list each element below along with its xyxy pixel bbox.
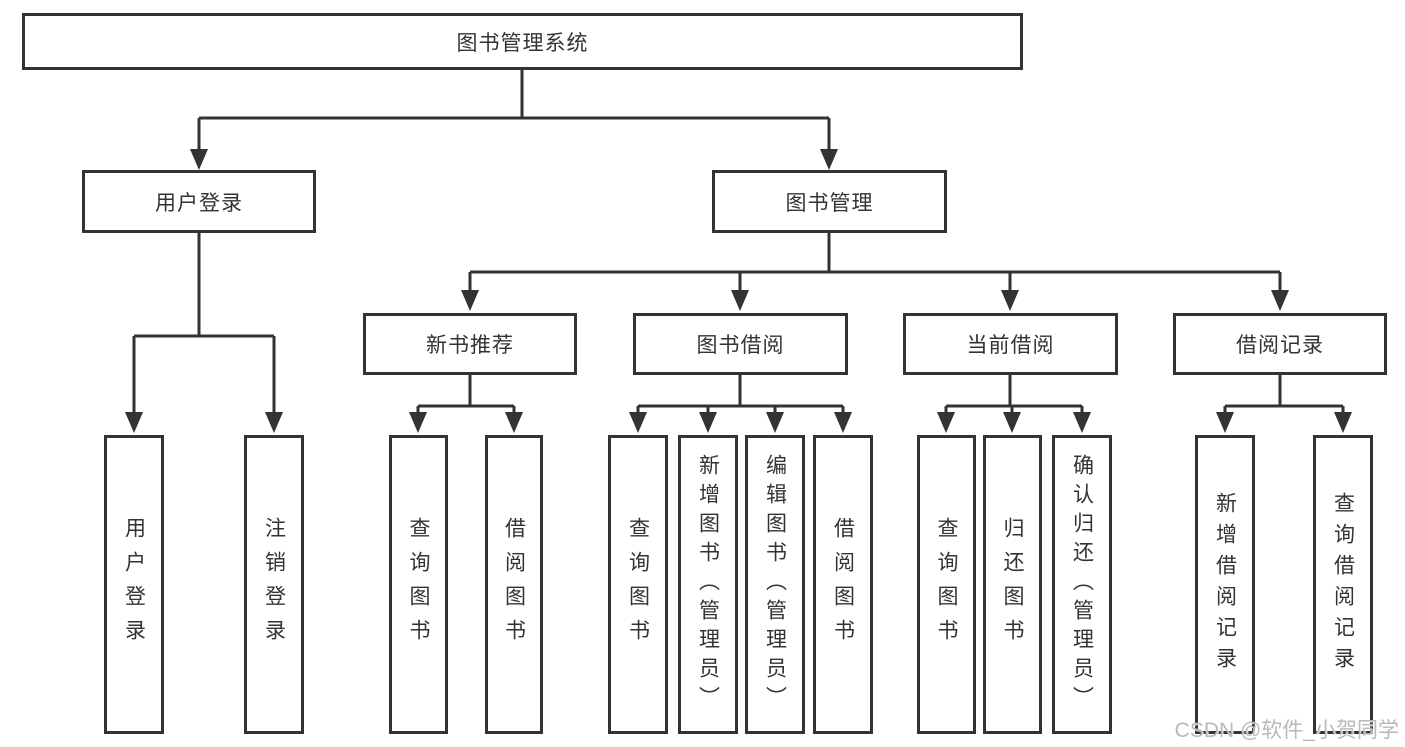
connector-book-borrow-children (629, 375, 852, 433)
node-current-borrow: 当前借阅 (903, 313, 1118, 375)
leaf-current-query-books: 查询图书 (917, 435, 976, 734)
leaf-borrow-edit-books-admin-label: 编辑图书（管理员） (763, 454, 787, 715)
connector-new-book-recommend-children (409, 375, 523, 433)
node-new-book-recommend: 新书推荐 (363, 313, 577, 375)
node-user-login: 用户登录 (82, 170, 316, 233)
leaf-logout: 注销登录 (244, 435, 304, 734)
connector-book-management-children (461, 233, 1289, 311)
connector-user-login-children (125, 233, 283, 433)
leaf-current-confirm-return-admin-label: 确认归还（管理员） (1070, 454, 1094, 715)
connector-current-borrow-children (937, 375, 1091, 433)
leaf-borrow-query-books: 查询图书 (608, 435, 668, 734)
leaf-recommend-query-books-label: 查询图书 (407, 516, 430, 653)
leaf-current-query-books-label: 查询图书 (935, 516, 958, 653)
leaf-records-query-record: 查询借阅记录 (1313, 435, 1373, 734)
leaf-recommend-borrow-books-label: 借阅图书 (502, 516, 526, 653)
connector-borrow-records-children (1216, 375, 1352, 433)
leaf-logout-label: 注销登录 (262, 516, 286, 653)
leaf-user-login-label: 用户登录 (122, 516, 146, 653)
leaf-borrow-add-books-admin: 新增图书（管理员） (678, 435, 738, 734)
leaf-borrow-add-books-admin-label: 新增图书（管理员） (696, 454, 720, 715)
connector-root-to-level2 (190, 70, 838, 170)
node-book-borrow: 图书借阅 (633, 313, 848, 375)
leaf-records-add-record-label: 新增借阅记录 (1213, 491, 1237, 678)
csdn-watermark: CSDN @软件_小贺同学 (1174, 719, 1399, 742)
leaf-recommend-borrow-books: 借阅图书 (485, 435, 543, 734)
leaf-borrow-edit-books-admin: 编辑图书（管理员） (745, 435, 805, 734)
leaf-borrow-borrow-books-label: 借阅图书 (831, 516, 855, 653)
node-library-management-system: 图书管理系统 (22, 13, 1023, 70)
node-book-management: 图书管理 (712, 170, 947, 233)
leaf-recommend-query-books: 查询图书 (389, 435, 448, 734)
leaf-user-login: 用户登录 (104, 435, 164, 734)
leaf-current-return-books-label: 归还图书 (1001, 516, 1024, 653)
node-borrow-records: 借阅记录 (1173, 313, 1387, 375)
leaf-current-confirm-return-admin: 确认归还（管理员） (1052, 435, 1112, 734)
leaf-borrow-borrow-books: 借阅图书 (813, 435, 873, 734)
leaf-borrow-query-books-label: 查询图书 (626, 516, 650, 653)
leaf-records-query-record-label: 查询借阅记录 (1331, 491, 1355, 678)
leaf-records-add-record: 新增借阅记录 (1195, 435, 1255, 734)
leaf-current-return-books: 归还图书 (983, 435, 1042, 734)
